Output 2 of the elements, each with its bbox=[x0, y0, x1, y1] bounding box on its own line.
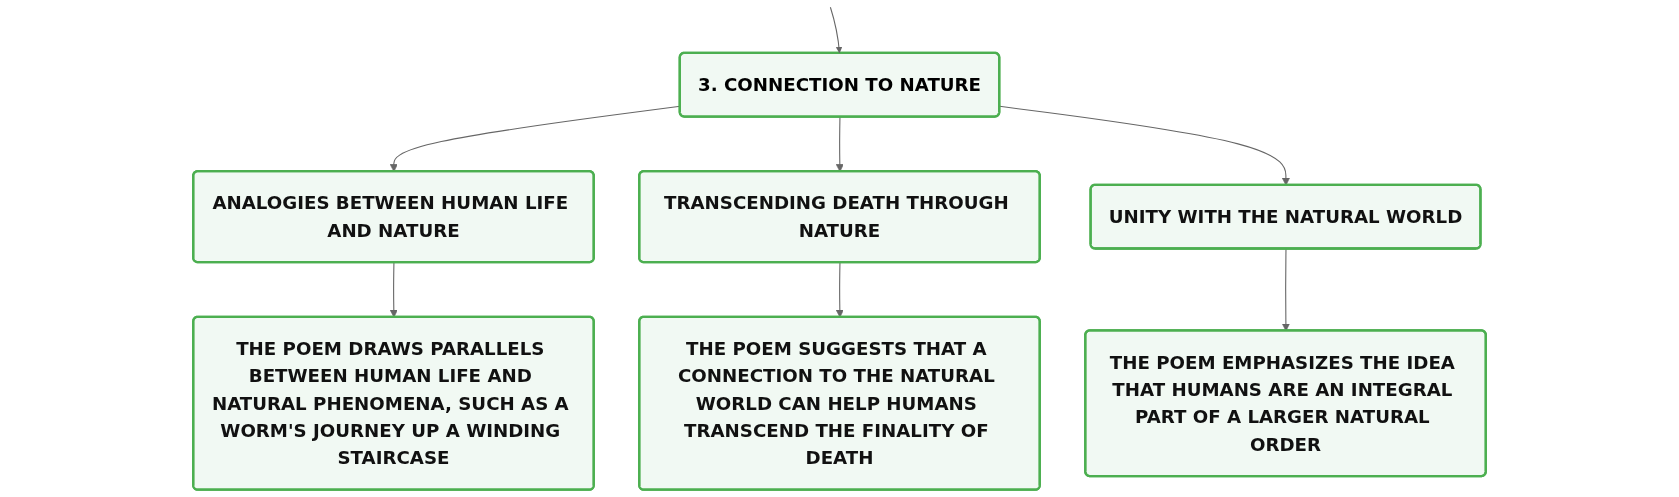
arrow bbox=[829, 6, 843, 54]
arrow bbox=[835, 116, 844, 172]
